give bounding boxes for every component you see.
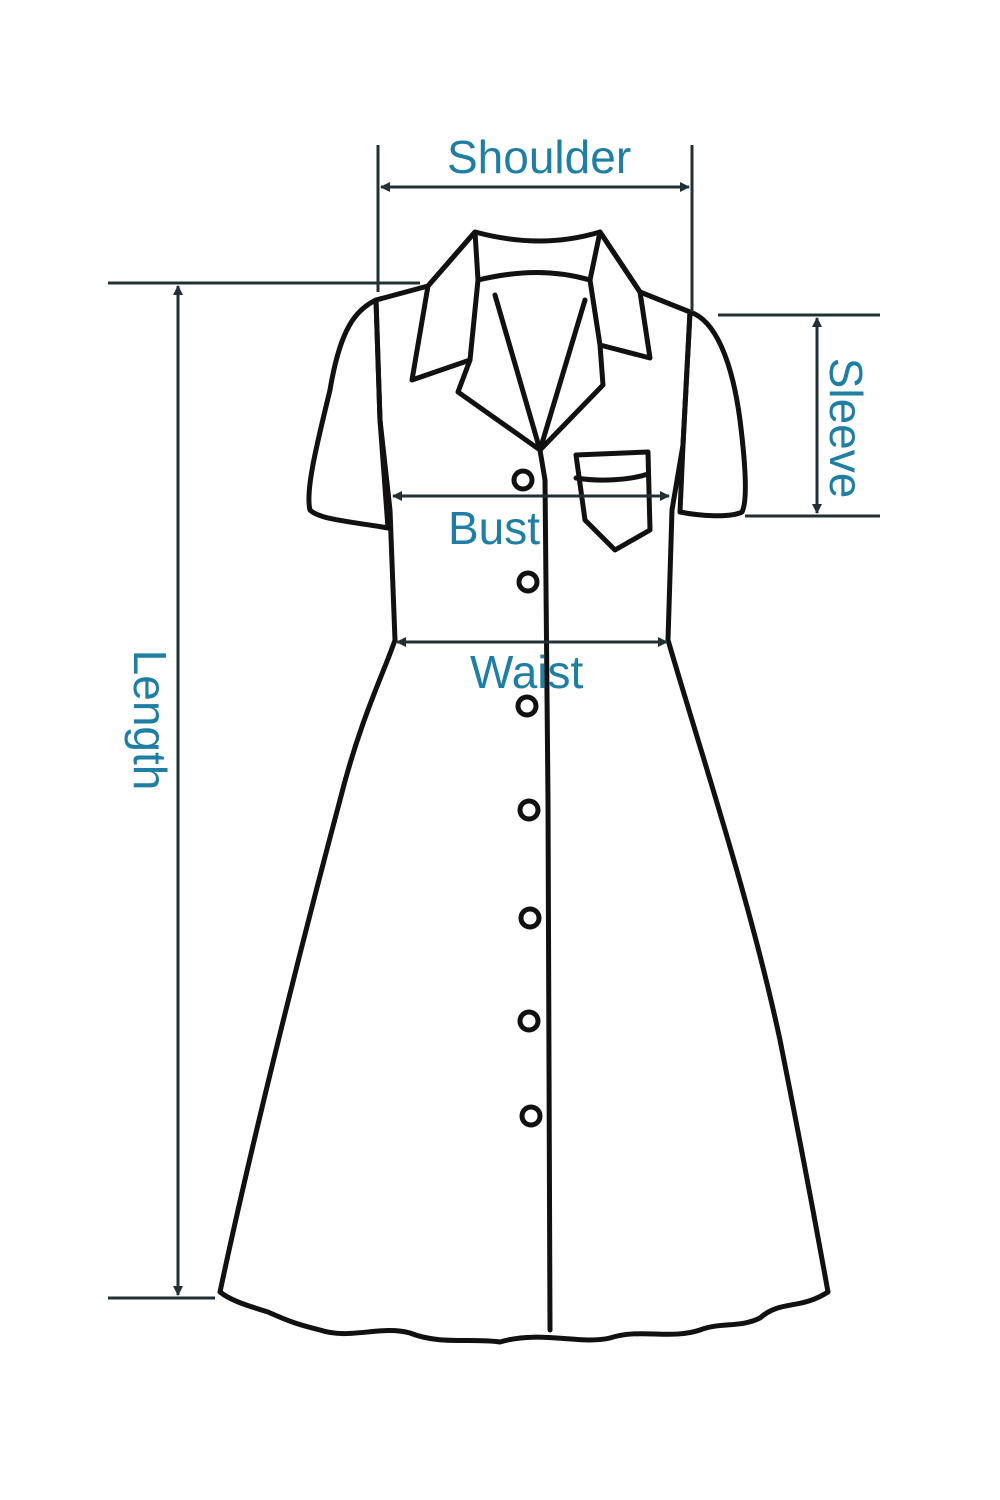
button-6 xyxy=(517,1009,541,1033)
buttons xyxy=(511,468,543,1128)
right-sleeve xyxy=(677,309,748,519)
dress-outline xyxy=(217,229,831,1345)
pocket-flap-line xyxy=(573,471,651,483)
waist-label: Waist xyxy=(470,646,584,698)
shoulder-label: Shoulder xyxy=(447,131,632,183)
chest-pocket xyxy=(573,449,653,553)
button-placket xyxy=(537,447,553,1333)
length-label: Length xyxy=(124,649,176,791)
measurement-lines xyxy=(108,145,880,1300)
dress-body-outline xyxy=(217,229,831,1345)
button-7 xyxy=(519,1104,543,1128)
collar-left xyxy=(409,229,481,383)
button-5 xyxy=(518,906,542,930)
button-3 xyxy=(515,694,539,718)
bust-label: Bust xyxy=(448,502,541,554)
collar-right xyxy=(587,229,653,361)
lapel-left xyxy=(455,292,543,453)
lapel-right xyxy=(537,297,606,453)
button-1 xyxy=(511,468,535,492)
button-2 xyxy=(516,570,540,594)
button-4 xyxy=(517,798,541,822)
sleeve-label: Sleeve xyxy=(820,357,872,499)
back-neckline xyxy=(475,270,593,283)
left-sleeve xyxy=(306,297,391,531)
